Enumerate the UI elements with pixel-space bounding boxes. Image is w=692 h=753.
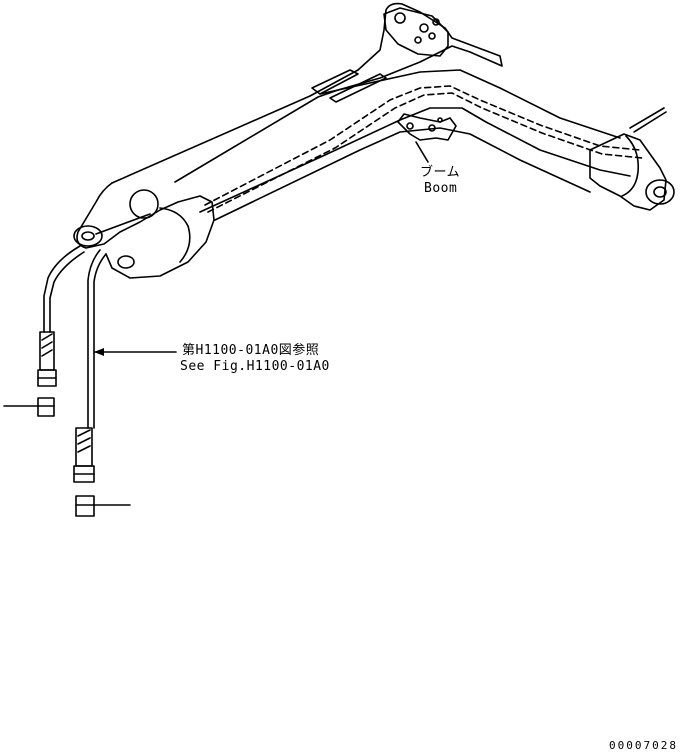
- hidden-pipe-1: [204, 85, 641, 206]
- foot-pin-boss: [645, 179, 675, 205]
- bracket-hole-2: [428, 124, 436, 132]
- boom-leader-line: [415, 141, 429, 163]
- boom-assembly: [73, 2, 675, 279]
- boom-top-surface: [319, 69, 621, 139]
- right-sleeve-hatch-1: [77, 429, 91, 437]
- boom-head-plate: [383, 7, 449, 57]
- callouts: [93, 141, 429, 356]
- bracket-hole-3: [437, 117, 443, 123]
- hose-right-outer: [93, 253, 107, 429]
- cylinder-bracket: [397, 113, 457, 141]
- hose-right: [87, 249, 101, 429]
- hose-left: [43, 245, 81, 333]
- right-adapter: [75, 495, 95, 517]
- foot-pin-hole: [653, 186, 667, 198]
- head-pin-hole-4: [414, 36, 422, 44]
- hidden-pipe-2: [207, 92, 643, 213]
- top-end-web: [159, 207, 191, 263]
- foot-wire: [629, 107, 665, 129]
- top-end-pin-hole: [81, 231, 95, 241]
- head-pin-hole-3: [432, 18, 440, 26]
- ref-arrowhead: [94, 348, 104, 356]
- bracket-hole-1: [406, 122, 414, 130]
- foot-wire-2: [633, 111, 667, 133]
- head-pin-hole-2: [419, 23, 429, 33]
- left-adapter: [37, 397, 55, 417]
- left-sleeve-hatch-3: [41, 349, 53, 357]
- hose-assembly: [3, 245, 131, 517]
- figure-id: 00007028: [609, 739, 678, 752]
- top-bracket-1: [311, 69, 359, 95]
- right-sleeve-hatch-2: [77, 437, 91, 445]
- boom-lower-edge-2: [214, 127, 591, 221]
- left-sleeve-hatch-2: [41, 341, 53, 349]
- top-end-boss: [73, 225, 103, 247]
- top-bracket-2: [329, 73, 387, 103]
- left-sleeve-hatch-1: [41, 333, 53, 341]
- top-end-ring: [129, 189, 159, 219]
- head-pin-hole-5: [428, 32, 436, 40]
- reference-label-jp: 第H1100-01A0図参照: [182, 343, 320, 358]
- head-pin-hole-1: [394, 12, 406, 24]
- boom-label-en: Boom: [424, 181, 458, 196]
- top-end-web-2: [95, 213, 151, 235]
- right-sleeve-hatch-3: [77, 445, 91, 453]
- boom-top-end: [76, 182, 215, 279]
- boom-foot: [589, 133, 667, 211]
- top-end-boss-2: [117, 255, 135, 269]
- hose-left-outer: [49, 251, 85, 333]
- foot-side-plate: [621, 135, 640, 197]
- reference-label-en: See Fig.H1100-01A0: [180, 359, 330, 374]
- boom-lower-edge: [199, 107, 631, 213]
- boom-label-jp: ブーム: [420, 165, 461, 180]
